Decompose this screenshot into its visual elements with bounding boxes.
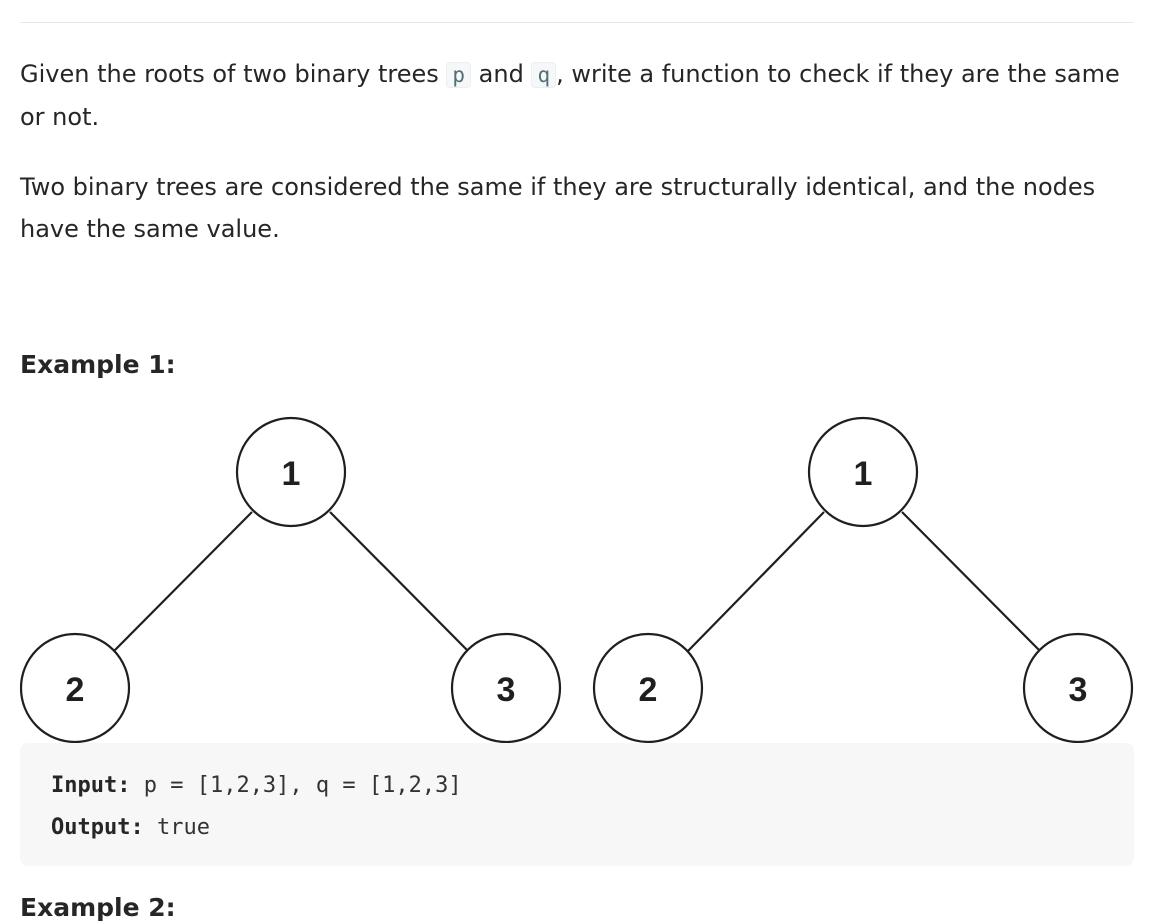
description-text: , write a function to check if they are … bbox=[20, 60, 1120, 131]
svg-text:2: 2 bbox=[66, 671, 85, 709]
output-value: true bbox=[143, 815, 210, 840]
svg-text:1: 1 bbox=[854, 455, 873, 493]
description-text: and bbox=[471, 60, 532, 88]
input-label: Input: bbox=[51, 773, 131, 798]
input-value: p = [1,2,3], q = [1,2,3] bbox=[130, 773, 462, 798]
top-divider bbox=[20, 22, 1134, 23]
tree-node-left: 2 bbox=[20, 632, 131, 744]
tree-q: 1 2 3 bbox=[592, 416, 1134, 744]
description-text: Given the roots of two binary trees bbox=[20, 60, 447, 88]
tree-edge bbox=[901, 511, 1041, 652]
tree-node-root: 1 bbox=[807, 416, 919, 528]
example-1-code-block: Input: p = [1,2,3], q = [1,2,3] Output: … bbox=[20, 743, 1134, 866]
output-label: Output: bbox=[51, 815, 144, 840]
svg-text:3: 3 bbox=[1069, 671, 1088, 709]
tree-edge bbox=[113, 511, 253, 652]
input-line: Input: p = [1,2,3], q = [1,2,3] bbox=[51, 765, 1103, 807]
code-q: q bbox=[531, 62, 557, 88]
problem-description: Given the roots of two binary trees p an… bbox=[20, 53, 1130, 138]
svg-text:3: 3 bbox=[497, 671, 516, 709]
tree-p: 1 2 3 bbox=[20, 416, 562, 744]
tree-node-right: 3 bbox=[1022, 632, 1134, 744]
tree-node-right: 3 bbox=[450, 632, 562, 744]
output-line: Output: true bbox=[51, 807, 1103, 849]
tree-edge bbox=[329, 511, 469, 652]
example-1-tree-diagram: 1 2 3 1 2 3 bbox=[20, 416, 1134, 744]
svg-text:1: 1 bbox=[282, 455, 301, 493]
tree-node-root: 1 bbox=[235, 416, 347, 528]
example-1-title: Example 1: bbox=[20, 350, 176, 379]
example-2-title: Example 2: bbox=[20, 893, 176, 922]
tree-edge bbox=[687, 511, 825, 652]
problem-description-2: Two binary trees are considered the same… bbox=[20, 173, 1096, 243]
tree-node-left: 2 bbox=[592, 632, 704, 744]
svg-text:2: 2 bbox=[639, 671, 658, 709]
code-p: p bbox=[446, 62, 472, 88]
